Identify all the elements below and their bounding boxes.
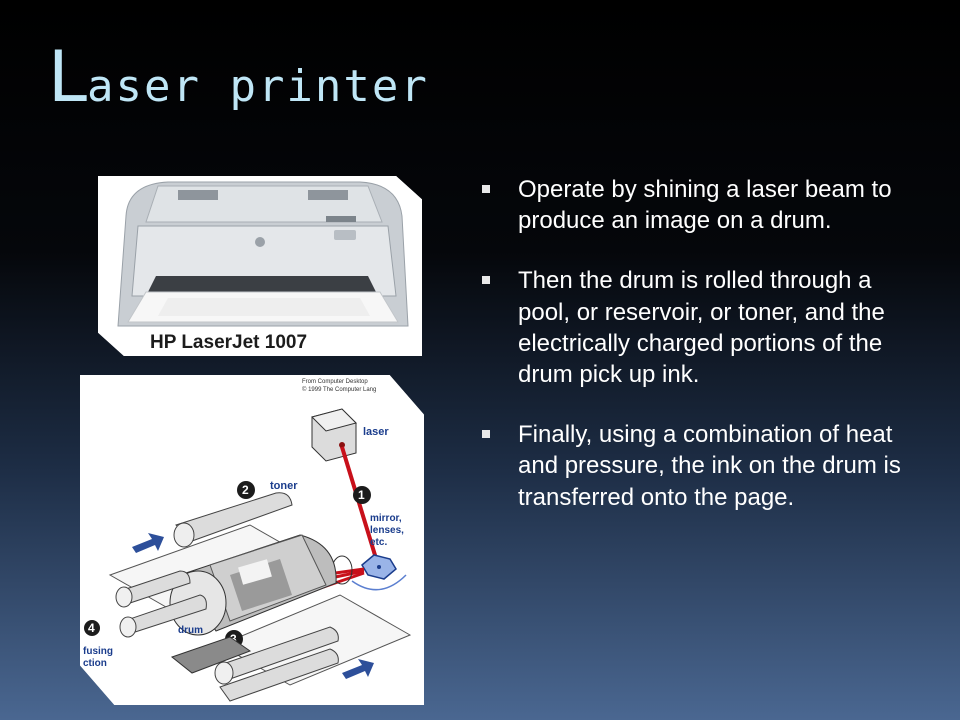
photo-caption: HP LaserJet 1007	[150, 332, 307, 353]
printer-photo: HP LaserJet 1007	[98, 176, 422, 356]
title-rest: aser printer	[87, 61, 429, 112]
step-2-badge	[237, 481, 255, 499]
label-mirror-2: lenses,	[370, 525, 404, 536]
label-drum: drum	[178, 625, 203, 636]
bullet-text: Then the drum is rolled through a pool, …	[518, 267, 885, 388]
laser-diagram: From Computer Desktop © 1999 The Compute…	[80, 375, 424, 705]
diagram-illustration: From Computer Desktop © 1999 The Compute…	[80, 375, 424, 705]
label-fusing-1: fusing	[83, 646, 113, 657]
label-fusing-2: ction	[83, 658, 107, 669]
printer-illustration: HP LaserJet 1007	[98, 176, 422, 356]
bullet-item: Operate by shining a laser beam to produ…	[478, 174, 928, 236]
label-mirror-1: mirror,	[370, 513, 402, 524]
svg-text:4: 4	[88, 621, 95, 635]
bullet-list: Operate by shining a laser beam to produ…	[478, 174, 928, 542]
step-1-badge	[353, 486, 371, 504]
diagram-credit-2: © 1999 The Computer Lang	[302, 386, 376, 393]
label-mirror-3: etc.	[370, 537, 387, 548]
slide-title: Laser printer	[48, 42, 429, 112]
title-initial: L	[48, 36, 87, 118]
bullet-square-icon	[482, 276, 490, 285]
label-toner: toner	[270, 480, 298, 492]
bullet-text: Operate by shining a laser beam to produ…	[518, 176, 892, 235]
diagram-credit-1: From Computer Desktop	[302, 379, 368, 385]
bullet-square-icon	[482, 430, 490, 439]
step-4-badge	[84, 620, 100, 636]
label-laser: laser	[363, 426, 389, 438]
bullet-item: Finally, using a combination of heat and…	[478, 419, 928, 513]
svg-text:1: 1	[358, 488, 365, 502]
bullet-item: Then the drum is rolled through a pool, …	[478, 265, 928, 390]
svg-text:2: 2	[242, 483, 249, 497]
bullet-text: Finally, using a combination of heat and…	[518, 421, 901, 511]
bullet-square-icon	[482, 185, 490, 193]
